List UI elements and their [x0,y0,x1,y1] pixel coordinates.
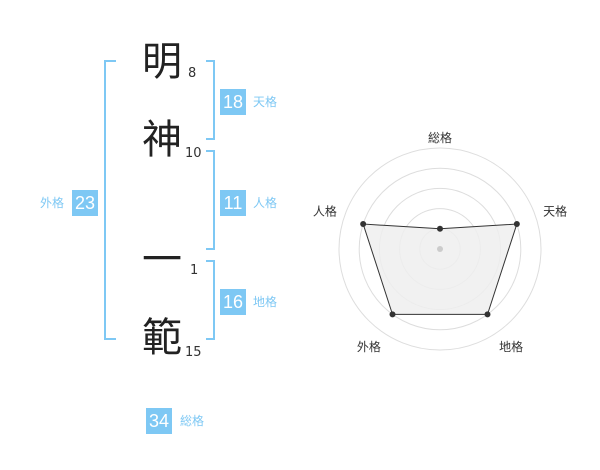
stroke-count-3: 1 [190,263,199,278]
name-char-2: 神 [142,117,182,163]
radar-axis-label: 地格 [499,339,523,354]
radar-grid-ring [338,147,542,351]
gaikaku-label: 外格 [40,196,65,210]
name-char-3: 一 [142,237,182,283]
jinkaku-label: 人格 [253,196,278,210]
jinkaku-value-badge: 11 [220,190,246,216]
stroke-count-1: 8 [188,66,197,81]
radar-axis-label: 総格 [428,130,452,145]
radar-center-dot [437,246,443,252]
radar-point [513,221,520,228]
radar-area [362,223,518,315]
gaikaku-bracket [104,60,116,340]
stroke-count-4: 15 [185,345,202,360]
chikaku-value-badge: 16 [220,289,246,315]
chikaku-bracket [206,260,215,340]
radar-axis-label: 人格 [313,204,337,219]
radar-point [389,311,396,318]
tenkaku-value-badge: 18 [220,89,246,115]
name-char-4: 範 [142,315,182,361]
radar-axis-label: 外格 [357,339,381,354]
jinkaku-bracket [206,150,215,250]
name-char-1: 明 [142,39,182,85]
soukaku-label: 総格 [180,414,205,428]
tenkaku-label: 天格 [253,95,278,109]
radar-point [437,225,443,232]
radar-grid-ring [358,167,522,331]
radar-point [484,311,491,318]
stroke-count-2: 10 [185,146,202,161]
radar-point [360,221,367,228]
soukaku-value-badge: 34 [146,408,172,434]
tenkaku-bracket [206,60,215,140]
chikaku-label: 地格 [253,295,278,309]
gaikaku-value-badge: 23 [72,190,98,216]
radar-axis-label: 天格 [543,204,567,219]
